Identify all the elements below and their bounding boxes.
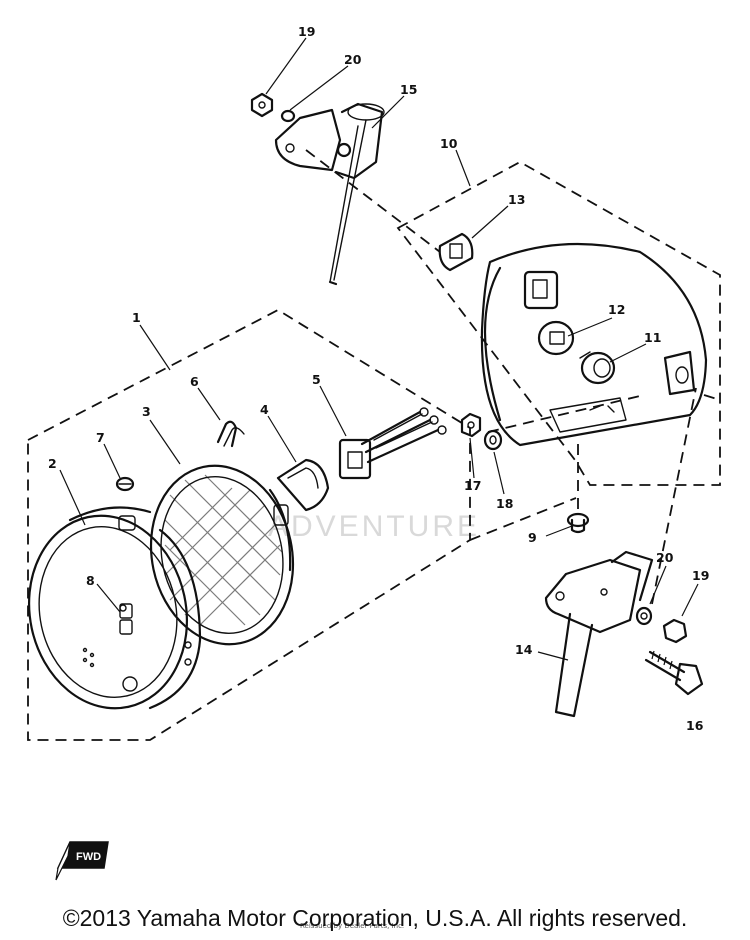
callout-20-bottom: 20 <box>656 550 674 565</box>
part-17-nut <box>460 412 482 438</box>
part-20-washer-bottom <box>635 606 653 626</box>
callout-5: 5 <box>312 372 321 387</box>
callout-12: 12 <box>608 302 625 317</box>
part-9-screw <box>566 512 590 534</box>
callout-16: 16 <box>686 718 704 733</box>
part-16-bolt <box>644 650 704 696</box>
part-20-washer-top <box>280 109 296 123</box>
callout-13: 13 <box>508 192 525 207</box>
callout-7: 7 <box>96 430 105 445</box>
part-7-screw <box>115 476 135 492</box>
callout-14: 14 <box>515 642 533 657</box>
part-14-lower-stay <box>544 550 654 718</box>
callout-11: 11 <box>644 330 661 345</box>
callout-9: 9 <box>528 530 537 545</box>
part-6-clip <box>216 420 245 448</box>
leader-lines <box>59 37 721 661</box>
callout-10: 10 <box>440 136 458 151</box>
callout-18: 18 <box>496 496 513 511</box>
fwd-label: FWD <box>76 851 101 863</box>
part-10-headlight-body <box>480 242 708 447</box>
callout-15: 15 <box>400 82 417 97</box>
fwd-arrow-icon: FWD <box>55 841 109 881</box>
part-19-nut-bottom <box>662 618 688 644</box>
callout-17: 17 <box>464 478 481 493</box>
part-2-headlight-rim <box>27 506 202 710</box>
part-5-wire-connector <box>338 407 447 480</box>
callout-labels: 19 20 15 10 13 12 11 1 6 5 3 4 7 2 8 17 … <box>48 24 709 733</box>
callout-8: 8 <box>86 573 95 588</box>
part-15-upper-stay <box>274 102 385 286</box>
part-18-washer <box>483 429 503 451</box>
group-10-outline <box>396 160 721 486</box>
callout-2: 2 <box>48 456 57 471</box>
part-4-socket-cover <box>276 458 330 512</box>
callout-20-top: 20 <box>344 52 362 67</box>
watermark-text: ADVENTURE <box>268 510 480 543</box>
part-3-sealed-beam-unit <box>149 464 295 646</box>
part-8-adjust-screw <box>119 604 127 612</box>
callout-1: 1 <box>132 310 141 325</box>
callout-4: 4 <box>260 402 269 417</box>
callout-19-top: 19 <box>298 24 315 39</box>
part-12-grommet <box>537 320 575 356</box>
callout-3: 3 <box>142 404 151 419</box>
part-11-grommet <box>579 351 616 385</box>
callout-19-bottom: 19 <box>692 568 709 583</box>
copyright-notice: ©2013 Yamaha Motor Corporation, U.S.A. A… <box>62 905 688 931</box>
credit-line: Reissued by Dealer Parts, Inc. <box>300 922 404 930</box>
callout-6: 6 <box>190 374 199 389</box>
part-13-grommet <box>438 232 474 272</box>
part-19-nut-top <box>250 92 274 118</box>
